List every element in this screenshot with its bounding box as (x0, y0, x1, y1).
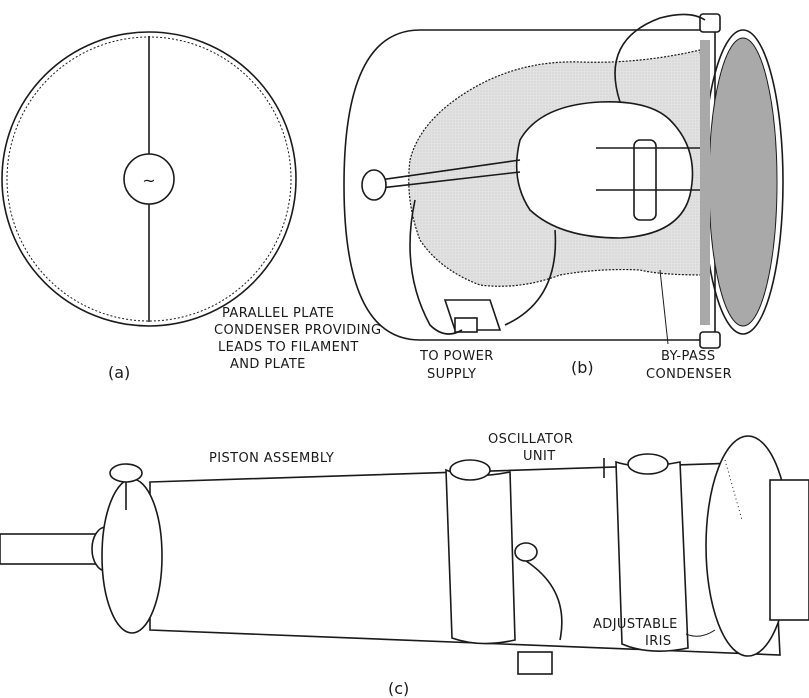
label-power-supply: TO POWER SUPPLY (419, 349, 498, 382)
figure-b-cavity (343, 13, 784, 349)
cavity-wall-outer (1, 31, 297, 327)
power-connector (454, 317, 478, 333)
tuning-knob (109, 463, 143, 483)
oscillator-connector (514, 542, 538, 562)
cylinder-left-end (101, 478, 163, 634)
oscillator-wire (525, 560, 563, 641)
oscillator-terminal (517, 651, 553, 675)
lead-connector-knob (361, 169, 387, 201)
iris-front (769, 479, 809, 621)
figure-c-assembly (0, 435, 809, 675)
label-piston-assembly: PISTON ASSEMBLY (209, 451, 334, 466)
ac-source-glyph: ~ (142, 171, 155, 190)
clamp-screw-1 (449, 459, 491, 481)
clamp-screw-2 (627, 453, 669, 475)
caption-b: (b) (571, 358, 594, 377)
label-oscillator-unit: OSCILLATOR UNIT (488, 432, 578, 464)
clamp-band-1 (445, 468, 516, 645)
end-cap-screen (708, 37, 778, 327)
tube-anode (633, 139, 657, 221)
bypass-leader (659, 269, 669, 345)
figure-a-cavity: ~ (1, 31, 297, 327)
bypass-condenser-plate (700, 40, 710, 325)
power-wire-left (409, 199, 463, 335)
parallel-lead-2 (379, 171, 521, 189)
label-bypass-condenser: BY-PASS CONDENSER (646, 349, 732, 382)
power-wire-right (504, 229, 557, 326)
upper-lead-wire (614, 13, 706, 103)
bottom-tab (699, 331, 721, 349)
iris-leader (685, 629, 716, 637)
ac-source-symbol (123, 153, 175, 205)
caption-a: (a) (108, 363, 130, 382)
parallel-lead-1 (379, 159, 521, 181)
top-tab (699, 13, 721, 33)
caption-c: (c) (388, 679, 409, 698)
label-adjustable-iris: ADJUSTABLE IRIS (593, 617, 682, 649)
label-parallel-plate-condenser: PARALLEL PLATE CONDENSER PROVIDING LEADS… (214, 306, 386, 372)
vacuum-tube-envelope (515, 101, 694, 239)
